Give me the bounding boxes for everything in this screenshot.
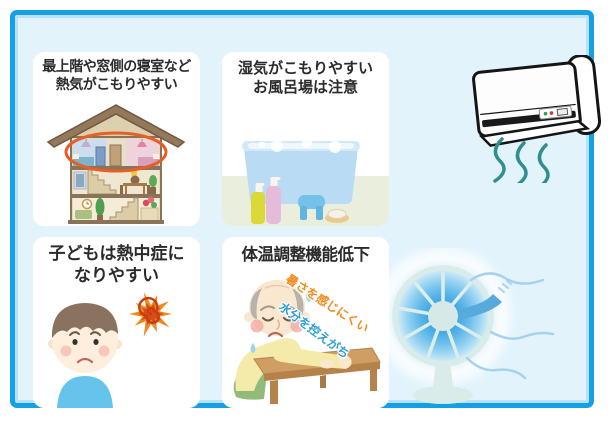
card-bath-humidity: 湿気がこもりやすい お風呂場は注意 [222, 52, 389, 226]
caption-line: 体温調整機能低下 [241, 245, 371, 264]
sad-child-illustration [48, 292, 172, 408]
caption-line: 湿気がこもりやすい [237, 59, 373, 77]
card-house-caption: 最上階や窓側の寝室など 熱気がこもりやすい [33, 52, 200, 95]
bathtub-illustration [222, 138, 389, 226]
card-elderly-caption: 体温調整機能低下 [222, 237, 389, 265]
card-child-risk: 子どもは熱中症に なりやすい [33, 237, 200, 408]
card-child-caption: 子どもは熱中症に なりやすい [33, 237, 200, 288]
card-elderly-regulation: 体温調整機能低下 暑さを感じにくい 水分を控えがち [222, 237, 389, 408]
air-conditioner-illustration [472, 55, 602, 183]
card-bath-caption: 湿気がこもりやすい お風呂場は注意 [222, 52, 389, 97]
caption-line: 熱気がこもりやすい [55, 76, 178, 93]
caption-line: お風呂場は注意 [252, 78, 358, 97]
caption-line: 最上階や窓側の寝室など [42, 59, 191, 75]
tired-elderly-man-illustration [233, 280, 381, 404]
electric-fan-illustration [383, 248, 555, 404]
card-house-heat: 最上階や窓側の寝室など 熱気がこもりやすい [33, 52, 200, 226]
caption-line: なりやすい [74, 265, 159, 286]
house-cross-section-illustration [46, 104, 186, 224]
caption-line: 子どもは熱中症に [48, 244, 185, 264]
